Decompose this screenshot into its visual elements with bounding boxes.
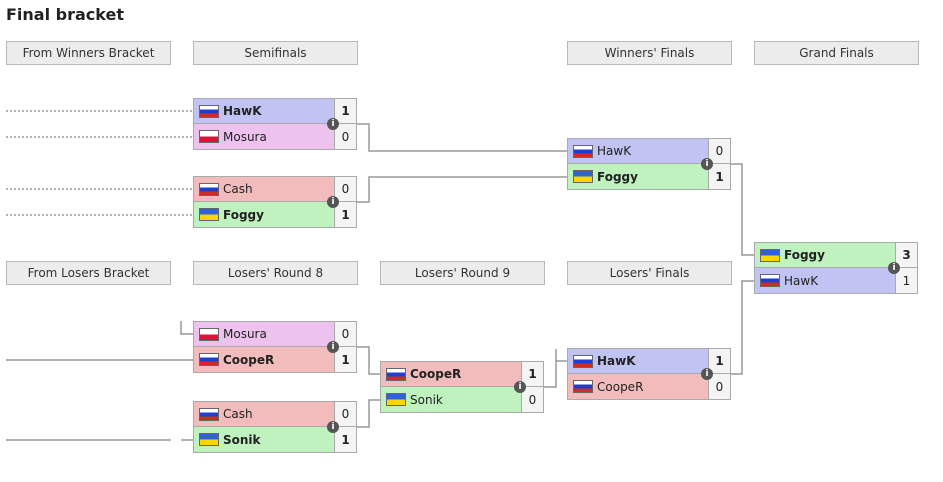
player-row[interactable]: Mosura 0	[193, 321, 357, 347]
connector-sf1-wf	[357, 123, 567, 152]
player-score: 1	[895, 268, 917, 293]
header-losers-round-9: Losers' Round 9	[380, 261, 545, 285]
player-name: HawK	[784, 273, 819, 288]
russia-flag-icon	[199, 353, 219, 366]
header-losers-finals: Losers' Finals	[567, 261, 732, 285]
player-score: 1	[334, 202, 356, 227]
player-name: Cash	[223, 182, 253, 196]
russia-flag-icon	[760, 274, 780, 287]
header-from-winners-bracket: From Winners Bracket	[6, 41, 171, 65]
match-info-icon[interactable]: i	[327, 421, 339, 433]
match-info-icon[interactable]: i	[514, 381, 526, 393]
header-semifinals: Semifinals	[193, 41, 358, 65]
player-score: 1	[334, 427, 356, 452]
player-name: Sonik	[223, 432, 261, 447]
match-winners-finals: HawK 0 Foggy 1 i	[567, 138, 731, 190]
ukraine-flag-icon	[199, 208, 219, 221]
russia-flag-icon	[573, 354, 593, 368]
player-row[interactable]: CoopeR 1	[380, 361, 544, 387]
russia-flag-icon	[573, 144, 593, 158]
header-losers-round-8: Losers' Round 8	[193, 261, 358, 285]
connector-lr9-lf	[544, 360, 567, 388]
player-name: Foggy	[597, 169, 638, 184]
poland-flag-icon	[199, 130, 219, 143]
match-info-icon[interactable]: i	[701, 368, 713, 380]
match-info-icon[interactable]: i	[701, 158, 713, 170]
match-semifinal-2: Cash 0 Foggy 1 i	[193, 176, 357, 228]
player-row[interactable]: HawK 1	[193, 98, 357, 124]
header-grand-finals: Grand Finals	[754, 41, 919, 65]
ukraine-flag-icon	[199, 433, 219, 446]
player-name: HawK	[597, 144, 632, 158]
russia-flag-icon	[386, 367, 406, 381]
player-score: 0	[334, 177, 356, 201]
player-name: CoopeR	[410, 367, 462, 381]
page-title: Final bracket	[6, 5, 124, 24]
match-info-icon[interactable]: i	[327, 118, 339, 130]
player-score: 1	[521, 362, 543, 386]
poland-flag-icon	[199, 327, 219, 341]
match-info-icon[interactable]: i	[327, 341, 339, 353]
header-from-losers-bracket: From Losers Bracket	[6, 261, 171, 285]
ukraine-flag-icon	[573, 170, 593, 183]
player-name: CoopeR	[597, 379, 644, 394]
match-info-icon[interactable]: i	[888, 262, 900, 274]
player-score: 0	[334, 124, 356, 149]
russia-flag-icon	[199, 407, 219, 421]
match-losers-round-9: CoopeR 1 Sonik 0 i	[380, 361, 544, 413]
match-semifinal-1: HawK 1 Mosura 0 i	[193, 98, 357, 150]
connector-wf-gf	[731, 163, 754, 256]
player-score: 0	[334, 402, 356, 426]
match-losers-finals: HawK 1 CoopeR 0 i	[567, 348, 731, 400]
player-name: Foggy	[223, 207, 264, 222]
player-score: 1	[334, 347, 356, 372]
player-name: CoopeR	[223, 352, 275, 367]
connector-sf2-wf	[357, 176, 567, 203]
player-name: Mosura	[223, 129, 267, 144]
match-losers-round-8-b: Cash 0 Sonik 1 i	[193, 401, 357, 453]
connector-lr8b-lr9	[357, 399, 380, 428]
ukraine-flag-icon	[760, 248, 780, 262]
player-name: HawK	[597, 354, 636, 368]
match-losers-round-8-a: Mosura 0 CoopeR 1 i	[193, 321, 357, 373]
player-name: HawK	[223, 104, 262, 118]
match-grand-finals: Foggy 3 HawK 1 i	[754, 242, 918, 294]
player-score: 0	[708, 374, 730, 399]
player-row[interactable]: Foggy 1	[193, 202, 357, 228]
player-score: 1	[708, 164, 730, 189]
connector-lf-gf	[731, 280, 754, 375]
player-score: 0	[708, 139, 730, 163]
russia-flag-icon	[573, 380, 593, 393]
connector-lr8a-lr9	[357, 346, 380, 375]
player-name: Mosura	[223, 327, 267, 341]
player-score: 3	[895, 243, 917, 267]
player-row[interactable]: Sonik 0	[380, 387, 544, 413]
player-score: 0	[334, 322, 356, 346]
player-score: 1	[334, 99, 356, 123]
incoming-line-lr8a-top	[180, 321, 193, 335]
match-info-icon[interactable]: i	[327, 196, 339, 208]
player-name: Cash	[223, 407, 253, 421]
player-name: Foggy	[784, 248, 825, 262]
player-name: Sonik	[410, 392, 443, 407]
player-row[interactable]: HawK 0	[567, 138, 731, 164]
player-score: 0	[521, 387, 543, 412]
ukraine-flag-icon	[386, 393, 406, 406]
russia-flag-icon	[199, 182, 219, 196]
player-score: 1	[708, 349, 730, 373]
header-winners-finals: Winners' Finals	[567, 41, 732, 65]
russia-flag-icon	[199, 104, 219, 118]
